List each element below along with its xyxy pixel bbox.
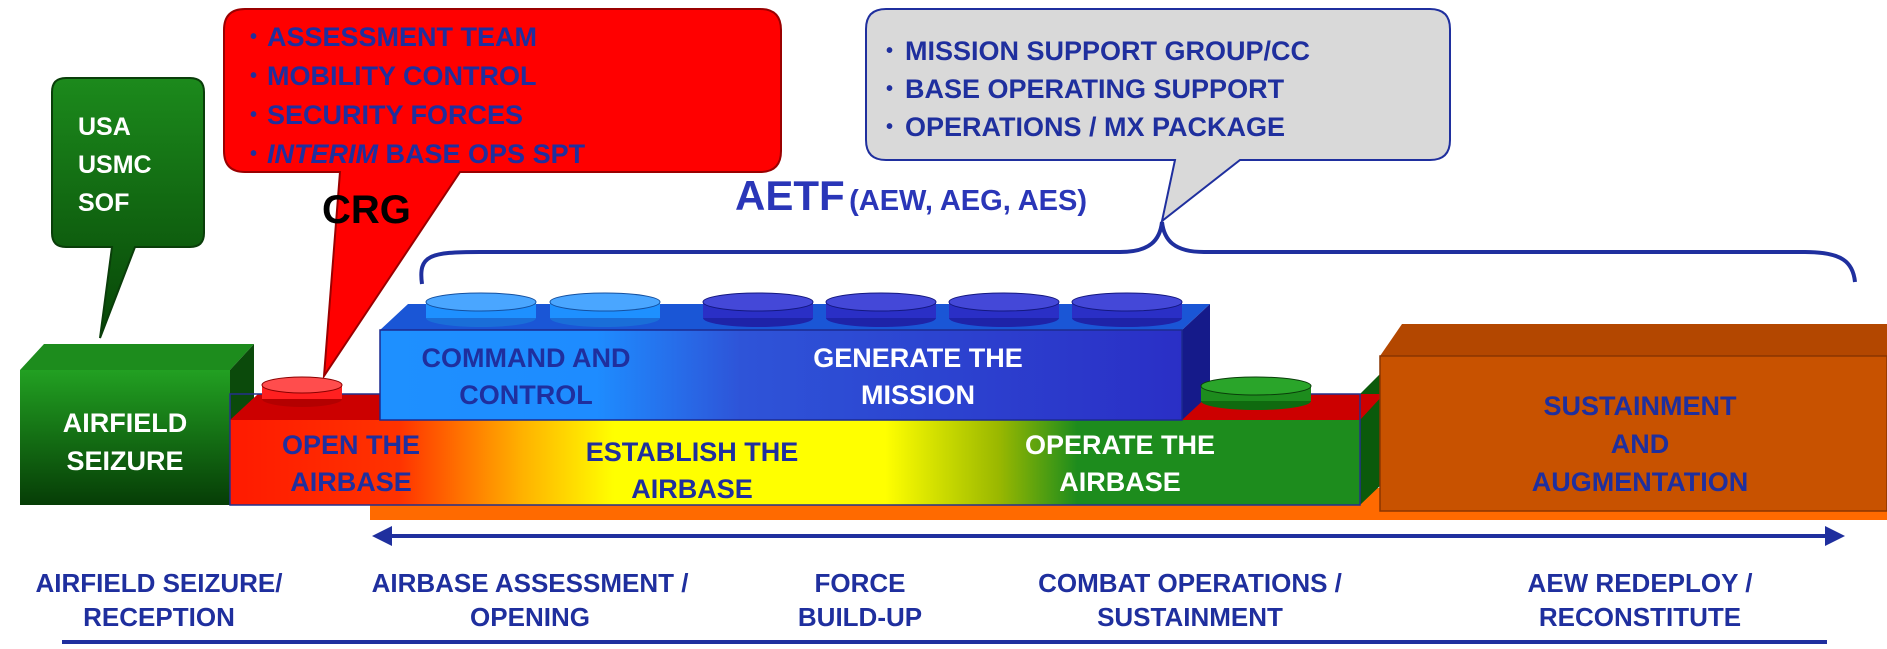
crg-item: •MOBILITY CONTROL [250,61,537,91]
open-airbase-label: OPEN THE AIRBASE [281,430,421,497]
aetf-brace [419,221,1857,285]
bottom-rule [62,640,1827,644]
msg-item: •MISSION SUPPORT GROUP/CC [886,36,1311,66]
airfield-seizure-label: AIRFIELD SEIZURE [62,408,188,476]
bullet-icon: • [250,143,258,165]
msg-callout-bubble [865,8,1451,224]
aetf-sub: (AEW, AEG, AES) [849,185,1088,217]
msg-item: •BASE OPERATING SUPPORT [886,74,1285,104]
interim-prefix: INTERIM [267,139,379,169]
bullet-icon: • [250,26,258,48]
phase-label: FORCE BUILD-UP [797,568,923,632]
timeline-arrow [372,526,1845,546]
establish-airbase-label: ESTABLISH THE AIRBASE [585,437,799,504]
command-control-label: COMMAND AND CONTROL [421,343,631,410]
crg-item: •INTERIM BASE OPS SPT [250,139,586,169]
aetf-title: AETF (AEW, AEG, AES) [735,172,1087,220]
usa-line: USA [78,113,131,141]
bullet-icon: • [886,78,894,100]
bullet-icon: • [886,116,894,138]
msg-item-list: •MISSION SUPPORT GROUP/CC •BASE OPERATIN… [886,32,1426,146]
crg-item: •ASSESSMENT TEAM [250,22,538,52]
crg-item-list: •ASSESSMENT TEAM •MOBILITY CONTROL •SECU… [250,18,790,174]
block-studs [261,292,1312,410]
bullet-icon: • [886,40,894,62]
usa-callout-bubble [51,77,205,339]
phase-label: AIRBASE ASSESSMENT / OPENING [371,568,689,632]
usmc-line: USMC [78,151,152,179]
crg-callout-bubble [223,8,782,380]
bullet-icon: • [250,104,258,126]
usa-callout-text: USA USMC SOF [78,108,152,222]
operate-airbase-label: OPERATE THE AIRBASE [1024,430,1215,497]
bullet-icon: • [250,65,258,87]
sustainment-label: SUSTAINMENT AND AUGMENTATION [1531,391,1749,497]
sof-line: SOF [78,189,130,217]
crg-item: •SECURITY FORCES [250,100,524,130]
phase-label: AEW REDEPLOY / RECONSTITUTE [1527,568,1753,632]
crg-label: CRG [322,188,411,232]
aetf-main: AETF [735,172,845,219]
sustainment-block [1379,324,1887,512]
msg-item: •OPERATIONS / MX PACKAGE [886,112,1286,142]
generate-mission-label: GENERATE THE MISSION [813,343,1023,410]
phase-label: AIRFIELD SEIZURE/ RECEPTION [35,568,283,632]
phase-label: COMBAT OPERATIONS / SUSTAINMENT [1038,568,1342,632]
